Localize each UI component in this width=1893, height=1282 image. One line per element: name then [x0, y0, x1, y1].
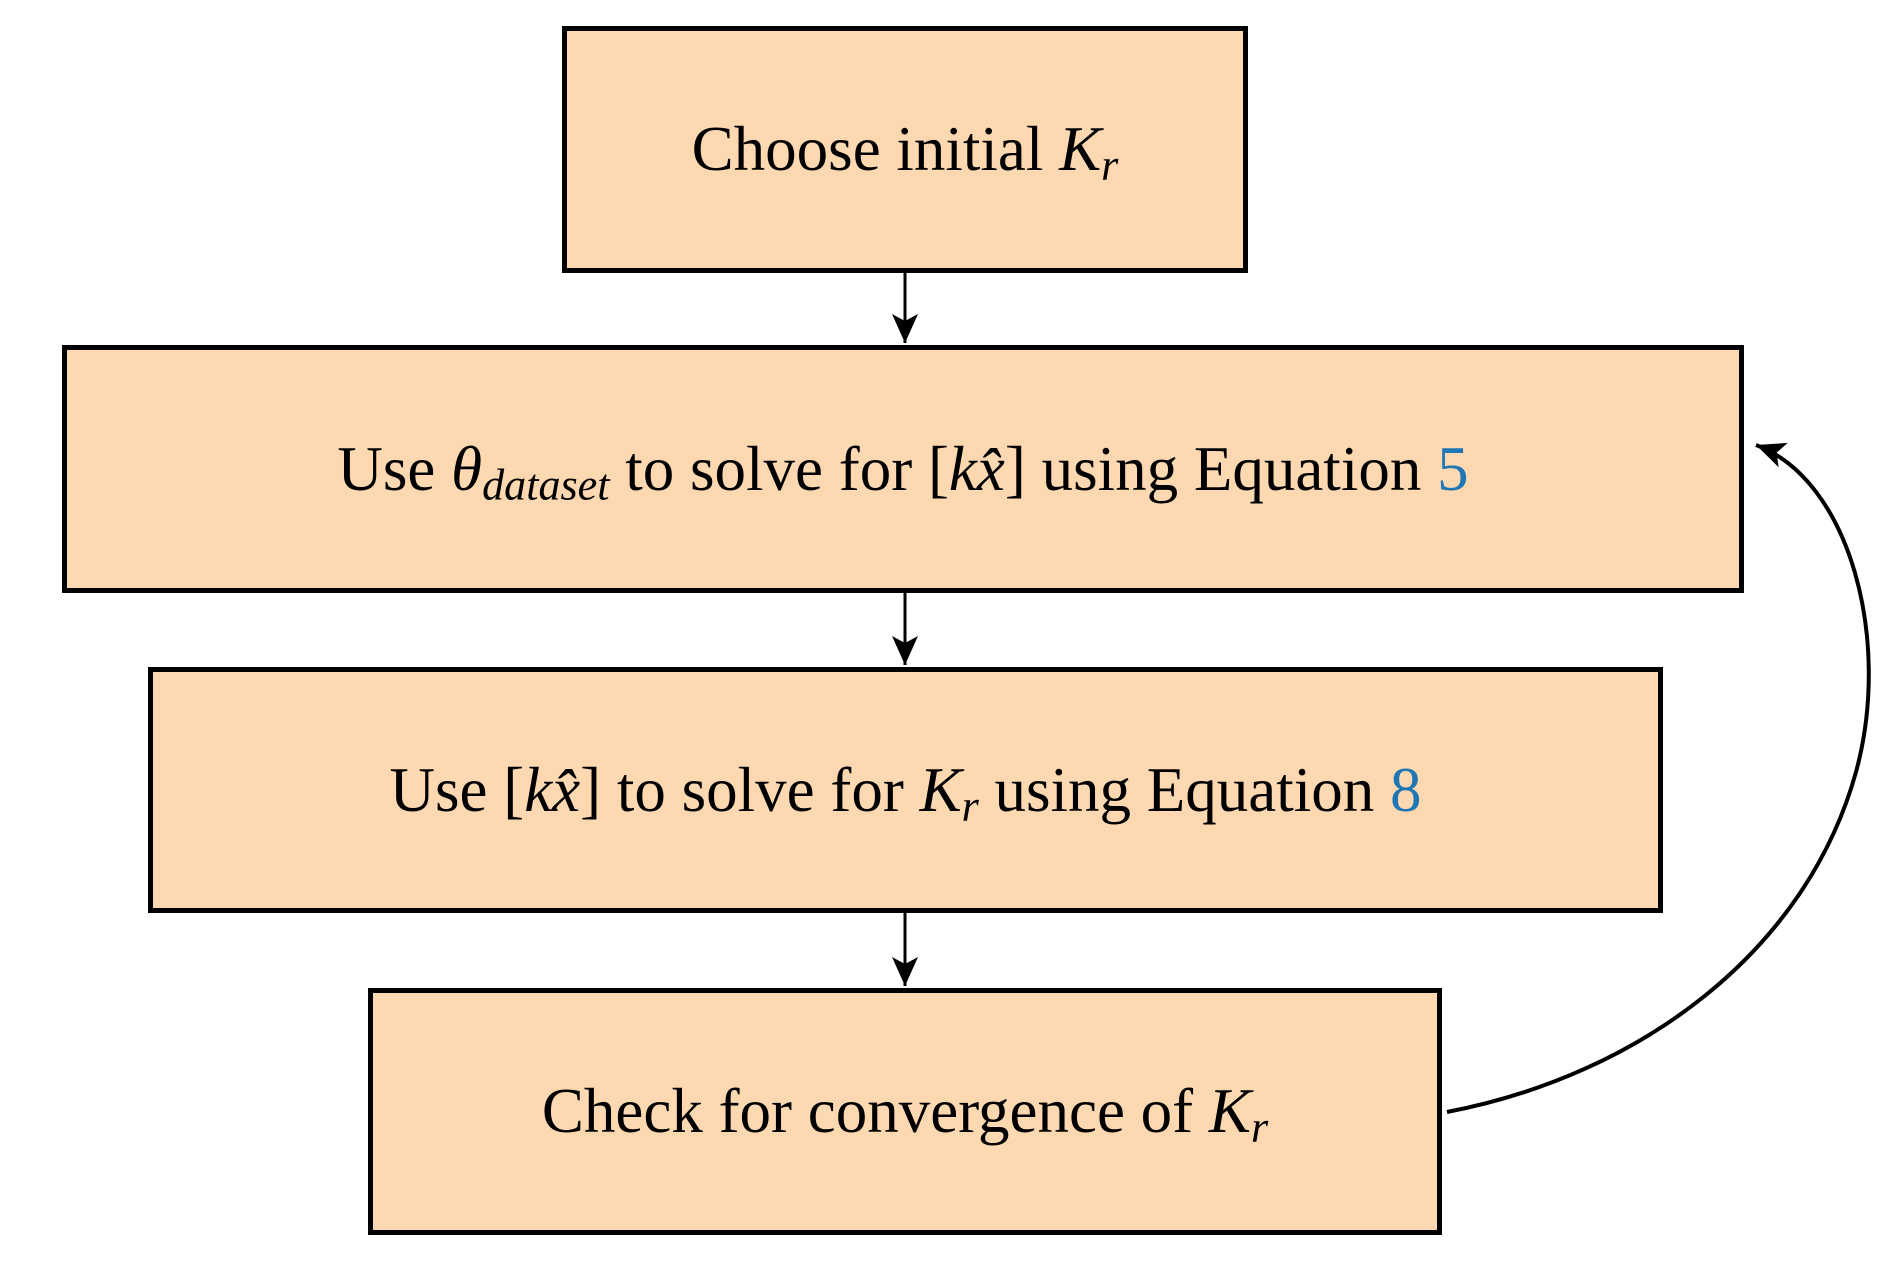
math-var-K: K — [1059, 114, 1102, 184]
math-var-kx-hat: kx̂ — [524, 754, 581, 825]
math-sub-r: r — [1250, 1102, 1269, 1152]
math-var-kx-hat: kx̂ — [948, 433, 1005, 504]
node-text: Use θdataset to solve for [kx̂] using Eq… — [337, 437, 1468, 507]
text-segment: using Equation — [978, 754, 1391, 825]
left-bracket: [ — [503, 754, 525, 825]
math-var-K: K — [919, 754, 962, 825]
text-segment: Use — [389, 754, 504, 825]
text-segment: using Equation — [1025, 433, 1438, 504]
node-solve-kx-equation-5: Use θdataset to solve for [kx̂] using Eq… — [62, 345, 1744, 593]
node-text: Use [kx̂] to solve for Kr using Equation… — [389, 758, 1421, 828]
right-bracket: ] — [580, 754, 602, 825]
text-segment: to solve for — [609, 433, 928, 504]
equation-8-link[interactable]: 8 — [1390, 754, 1422, 825]
right-bracket: ] — [1004, 433, 1026, 504]
math-sub-dataset: dataset — [482, 460, 610, 510]
text-segment: Use — [337, 433, 452, 504]
equation-5-link[interactable]: 5 — [1437, 433, 1469, 504]
node-check-convergence-kr: Check for convergence of Kr — [368, 988, 1442, 1235]
node-solve-kr-equation-8: Use [kx̂] to solve for Kr using Equation… — [148, 667, 1663, 913]
math-var-theta: θ — [451, 433, 483, 504]
math-sub-r: r — [1101, 140, 1119, 190]
math-var-K: K — [1208, 1076, 1251, 1146]
node-text: Choose initial Kr — [692, 118, 1119, 188]
left-bracket: [ — [927, 433, 949, 504]
text-segment: Check for convergence of — [541, 1076, 1209, 1146]
math-sub-r: r — [961, 781, 979, 831]
text-segment: Choose initial — [691, 114, 1060, 184]
text-segment: to solve for — [601, 754, 920, 825]
node-text: Check for convergence of Kr — [542, 1080, 1268, 1150]
node-choose-initial-kr: Choose initial Kr — [562, 26, 1248, 273]
